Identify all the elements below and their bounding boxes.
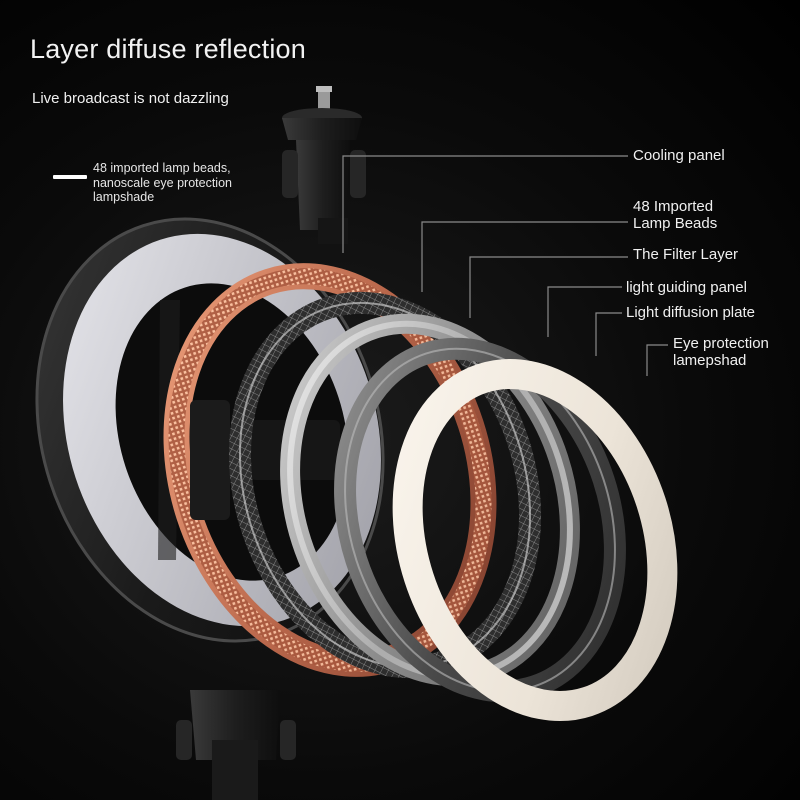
note-marker: [53, 175, 87, 179]
light-diffusion-plate-ring: [334, 337, 626, 703]
eye-protection-lampshade-ring: [392, 358, 678, 722]
callout-label: Light diffusion plate: [626, 304, 755, 321]
top-mount-bracket: [282, 86, 366, 244]
side-note: 48 imported lamp beads, nanoscale eye pr…: [93, 161, 273, 205]
callout-cooling-panel: Cooling panel: [633, 147, 725, 164]
callout-eye-protection: Eye protection lamepshad: [673, 335, 769, 369]
callout-filter-layer: The Filter Layer: [633, 246, 738, 263]
callout-light-guiding-panel: light guiding panel: [626, 279, 747, 296]
callout-label: Cooling panel: [633, 147, 725, 164]
callout-label: The Filter Layer: [633, 246, 739, 263]
callout-label: Lamp Beads: [633, 215, 718, 232]
callout-label: Eye protection: [673, 335, 769, 352]
callout-label: light guiding panel: [626, 279, 747, 296]
side-note-line: nanoscale eye protection: [93, 175, 232, 190]
callout-label: 48 Imported: [633, 198, 714, 215]
page-title: Layer diffuse reflection: [30, 34, 306, 64]
page-subtitle: Live broadcast is not dazzling: [32, 90, 229, 107]
callout-lamp-beads: 48 Imported Lamp Beads: [633, 198, 717, 232]
side-note-line: lampshade: [93, 190, 155, 204]
side-note-line: 48 imported lamp beads,: [93, 161, 231, 175]
callout-light-diffusion-plate: Light diffusion plate: [626, 304, 755, 321]
bottom-mount-bracket: [176, 690, 296, 800]
callout-label: lamepshad: [673, 352, 747, 369]
callout-leader-lines: [342, 155, 668, 376]
